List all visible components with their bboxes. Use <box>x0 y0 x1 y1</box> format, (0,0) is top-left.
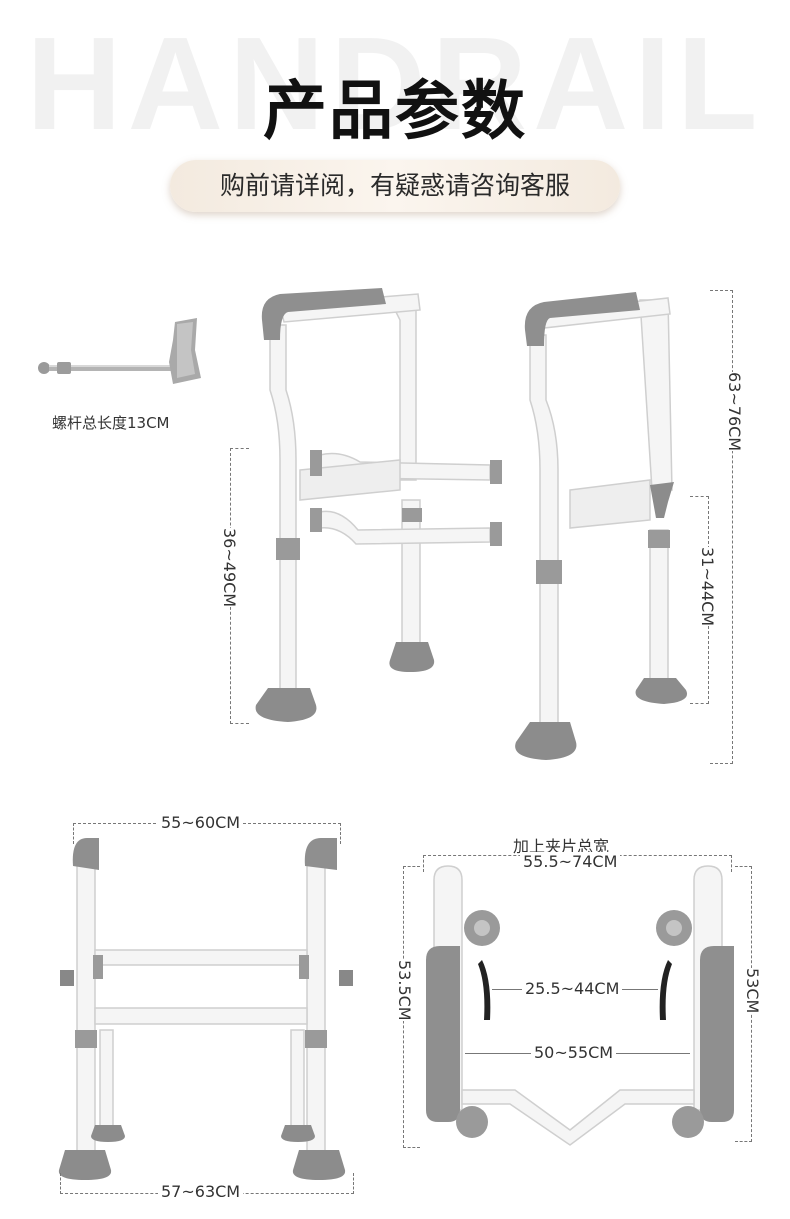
bottom-width-label: 57~63CM <box>158 1182 244 1201</box>
inner-height-label: 31~44CM <box>695 547 720 627</box>
watermark-text: HANDRAIL <box>26 10 764 157</box>
page-title: 产品参数 <box>263 75 527 149</box>
handrail-top-image <box>426 865 734 1146</box>
clip-width-caption: 加上夹片总宽 <box>513 837 610 856</box>
depth-right-label: 53CM <box>740 968 765 1014</box>
depth-left-label: 53.5CM <box>392 960 417 1021</box>
screw-image <box>38 318 201 384</box>
clamp-range-label: 25.5~44CM <box>522 979 623 998</box>
subtitle-pill: 购前请详阅，有疑惑请咨询客服 <box>170 160 620 212</box>
dimension-line-total <box>710 290 733 764</box>
handrail-front-image <box>58 838 353 1180</box>
handrail-main-image <box>255 288 688 760</box>
arm-height-label: 36~49CM <box>217 528 242 608</box>
inner-width-label: 50~55CM <box>531 1043 617 1062</box>
top-width-label: 55~60CM <box>158 813 244 832</box>
clip-width-label: 55.5~74CM <box>520 852 621 871</box>
screw-length-label: 螺杆总长度13CM <box>52 414 170 432</box>
total-height-label: 63~76CM <box>722 372 747 452</box>
